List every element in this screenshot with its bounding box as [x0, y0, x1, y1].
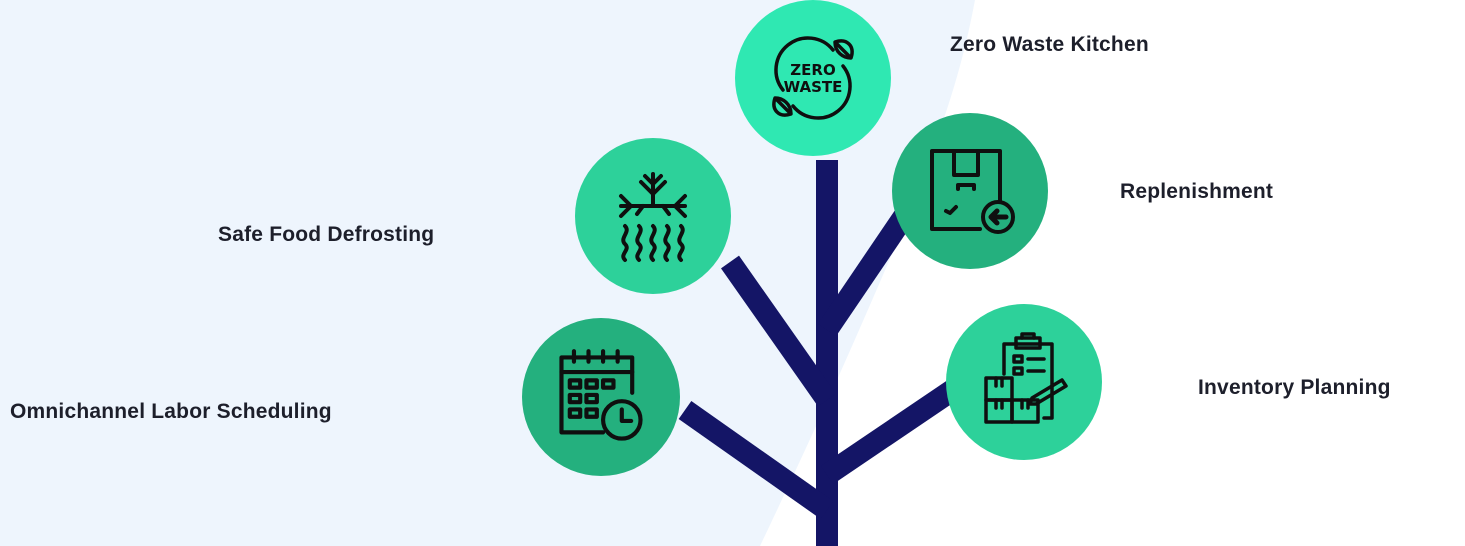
zero-waste-icon: ZERO WASTE: [772, 36, 854, 120]
branch-defrosting: [721, 255, 836, 407]
node-zero-waste[interactable]: ZERO WASTE: [735, 0, 891, 156]
label-safe-food-defrosting: Safe Food Defrosting: [218, 223, 435, 246]
label-replenishment: Replenishment: [1120, 180, 1274, 203]
node-replenishment[interactable]: [892, 113, 1048, 269]
node-labor-scheduling[interactable]: [522, 318, 680, 476]
node-safe-food-defrosting[interactable]: [575, 138, 731, 294]
label-zero-waste: Zero Waste Kitchen: [950, 33, 1149, 56]
zero-text: ZERO: [790, 61, 835, 79]
replenishment-box-icon: [930, 149, 1015, 234]
calendar-clock-icon: [559, 349, 643, 441]
branch-inventory: [820, 375, 967, 485]
waste-text: WASTE: [784, 78, 843, 96]
defrost-icon: [619, 172, 687, 262]
branch-replenishment: [817, 208, 915, 337]
inventory-clipboard-icon: [984, 332, 1068, 424]
branch-labor: [678, 401, 834, 519]
label-inventory-planning: Inventory Planning: [1198, 376, 1391, 399]
node-inventory-planning[interactable]: [946, 304, 1102, 460]
label-labor-scheduling: Omnichannel Labor Scheduling: [10, 400, 332, 423]
